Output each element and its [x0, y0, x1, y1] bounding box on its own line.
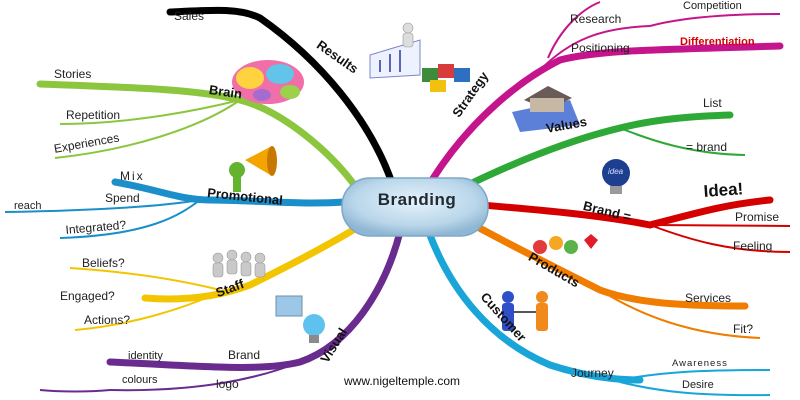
item-services: Services	[685, 291, 732, 305]
item-repetition: Repetition	[66, 108, 121, 122]
branch-customer-awareness	[619, 369, 771, 381]
item-feeling: Feeling	[733, 239, 773, 253]
item-differentiation: Differentiation	[680, 36, 755, 48]
item-logo: logo	[216, 377, 239, 391]
branch-brand-eq	[478, 196, 774, 229]
item-positioning: Positioning	[571, 41, 630, 55]
item-stories: Stories	[54, 67, 92, 81]
item-idea: Idea!	[702, 179, 744, 201]
item-journey: Journey	[571, 366, 614, 380]
item-awareness: Awareness	[672, 358, 728, 369]
branch-staff	[141, 222, 364, 303]
branch-values-brand	[619, 127, 746, 156]
item-colours: colours	[122, 374, 158, 386]
item-spend: Spend	[105, 191, 140, 205]
item-mix: Mix	[120, 169, 145, 183]
products-icon	[533, 234, 598, 254]
item-promise: Promise	[735, 210, 780, 224]
people-icon	[212, 249, 266, 278]
megaphone-icon	[229, 146, 277, 192]
branch-promotional-spend	[4, 199, 201, 213]
item-list: List	[703, 96, 722, 110]
branch-values	[466, 111, 734, 188]
branch-visual-logo	[109, 361, 301, 392]
item-fit: Fit?	[733, 322, 754, 336]
brain-icon	[232, 60, 304, 104]
item-reach: reach	[14, 200, 42, 212]
branch-strategy-top	[547, 1, 601, 59]
item-equals-brand: = brand	[686, 140, 728, 154]
item-brand: Brand	[228, 348, 261, 362]
branch-strategy-competition	[649, 13, 781, 27]
branch-customer	[424, 226, 644, 384]
idea-bulb-icon	[602, 159, 630, 194]
item-competition: Competition	[683, 0, 742, 12]
puzzle-icon	[422, 64, 470, 92]
branch-results	[166, 6, 396, 187]
branch-brand-promise	[649, 224, 791, 227]
item-engaged: Engaged?	[60, 289, 115, 303]
lightbulb-board-icon	[275, 295, 325, 343]
chart-figure-icon	[369, 22, 421, 79]
item-actions: Actions?	[84, 313, 131, 327]
branch-products-fit	[599, 289, 761, 339]
handshake-icon	[502, 291, 548, 331]
branch-staff-actions	[74, 291, 221, 331]
branch-brand-feeling	[649, 224, 791, 253]
branch-customer-desire	[619, 381, 771, 397]
branch-strategy	[428, 42, 784, 184]
center-node	[341, 177, 489, 237]
item-research: Research	[570, 12, 622, 26]
branch-visual-colours	[39, 389, 111, 393]
idea-bulb-text: idea	[608, 167, 624, 176]
center-label: Branding	[377, 190, 457, 209]
branch-strategy-research	[539, 25, 651, 71]
item-identity: identity	[128, 350, 163, 362]
item-sales: Sales	[174, 9, 205, 23]
branch-promotional	[111, 178, 349, 207]
house-icon	[512, 86, 580, 132]
branch-promotional-integrated	[59, 199, 201, 239]
footer-url[interactable]: www.nigeltemple.com	[344, 374, 461, 388]
branch-brain-experiences	[54, 99, 241, 159]
item-desire: Desire	[682, 379, 714, 391]
item-beliefs: Beliefs?	[82, 256, 125, 270]
branch-brain-repetition	[59, 99, 241, 125]
branch-staff-beliefs	[69, 267, 221, 291]
